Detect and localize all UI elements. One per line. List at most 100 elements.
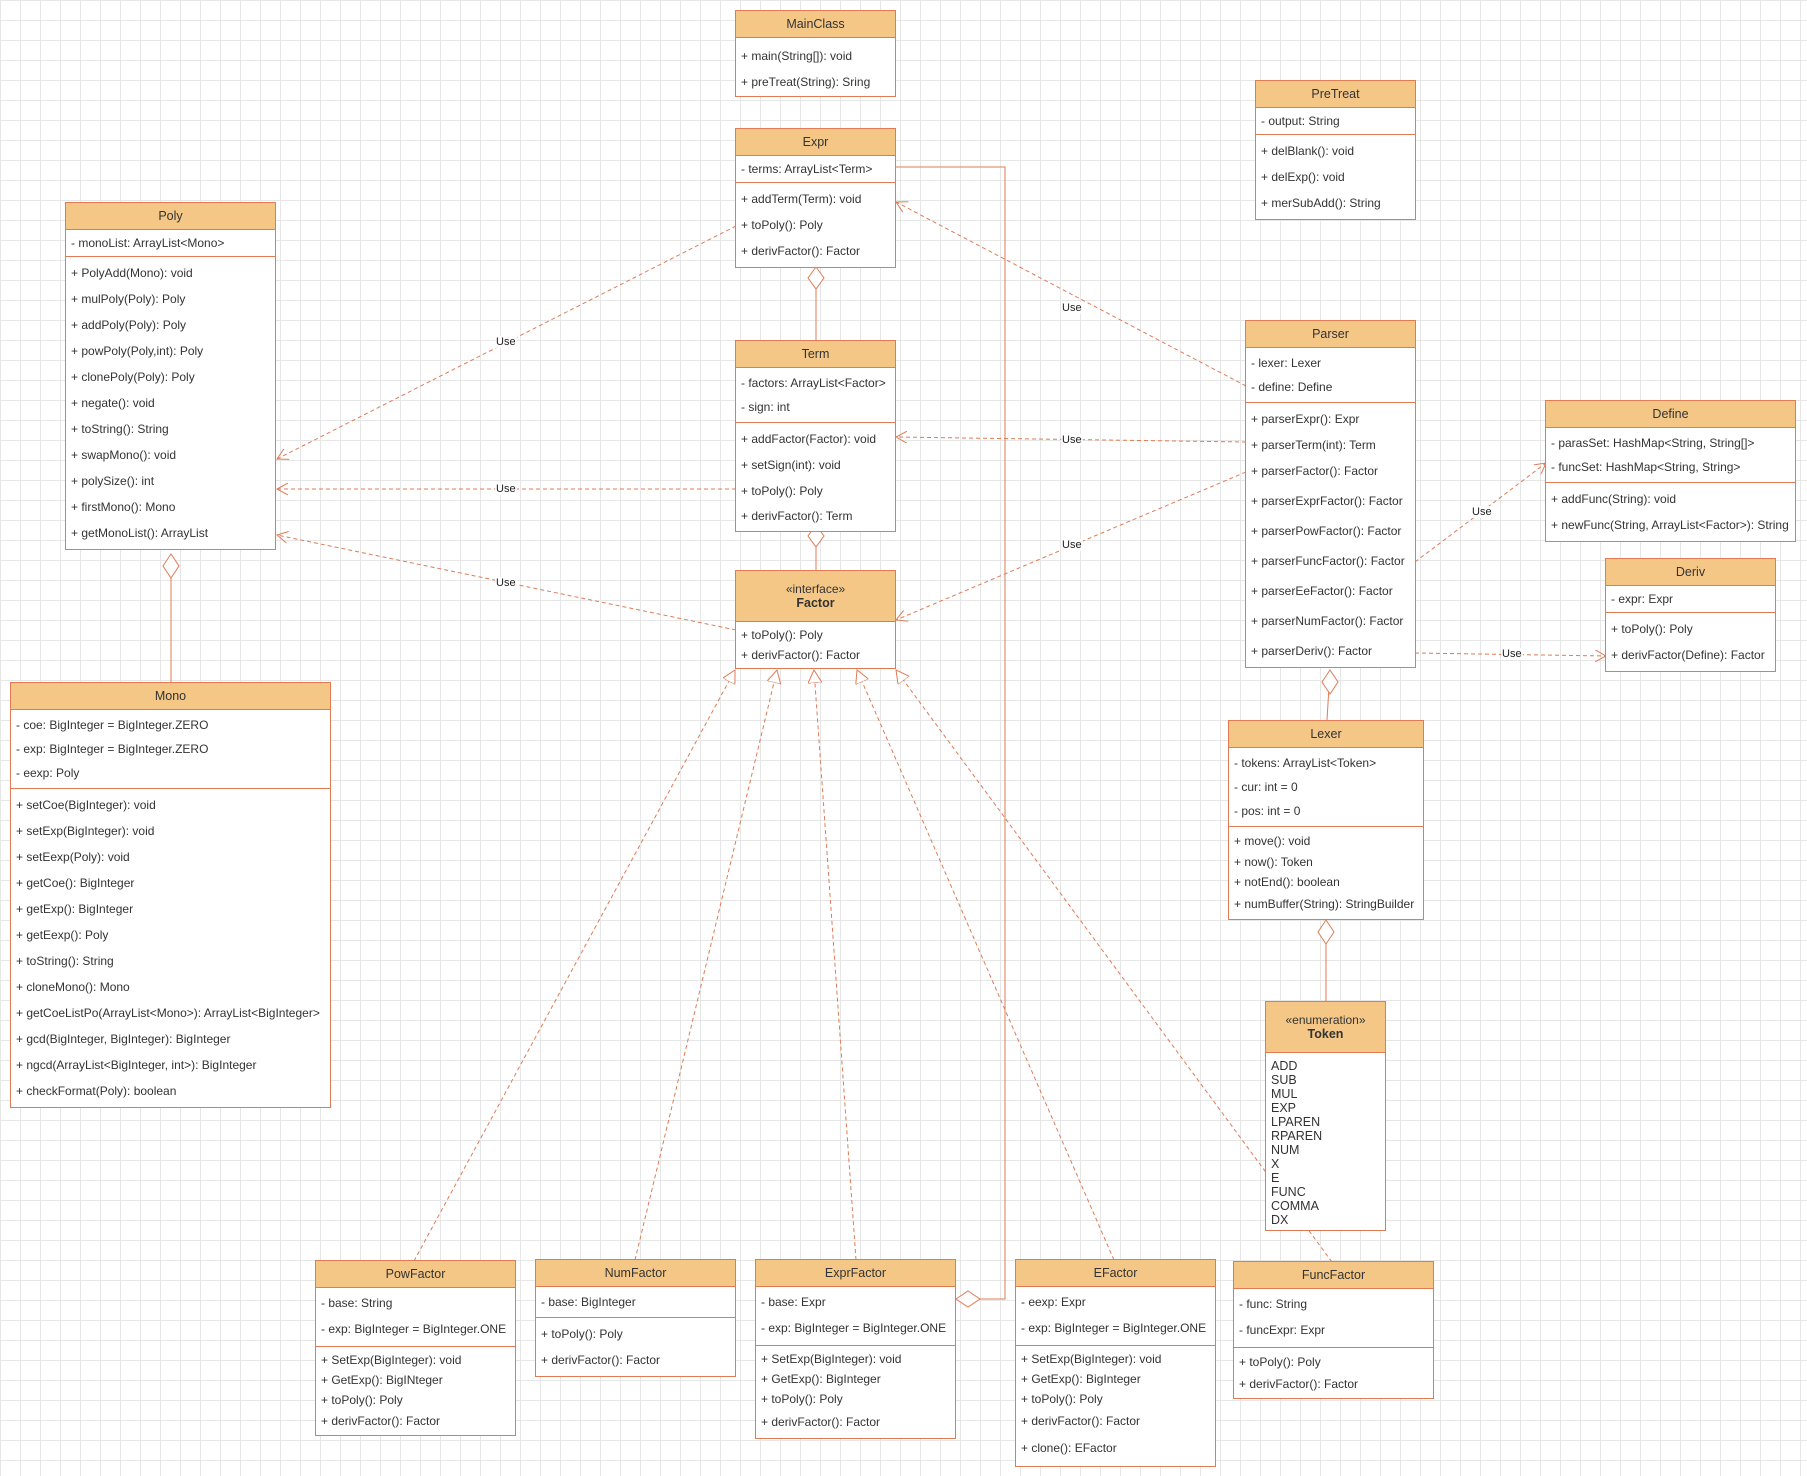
field: - exp: BigInteger = BigInteger.ONE [761, 1321, 947, 1335]
field: - monoList: ArrayList<Mono> [71, 236, 225, 250]
class-name: Parser [1312, 327, 1349, 341]
method: + GetExp(): BigInteger [1021, 1372, 1141, 1386]
enum-literal: ADD [1271, 1059, 1298, 1073]
method: + toPoly(): Poly [761, 1392, 843, 1406]
method: + setEexp(Poly): void [16, 850, 130, 864]
method: + polySize(): int [71, 474, 155, 488]
field: - sign: int [741, 400, 790, 414]
realize-powfactor [413, 670, 735, 1262]
field: - pos: int = 0 [1234, 804, 1301, 818]
enum-literal: DX [1271, 1213, 1289, 1227]
method: + move(): void [1234, 834, 1311, 848]
class-name: Term [801, 347, 830, 361]
class-expr[interactable]: Expr - terms: ArrayList<Term> + addTerm(… [735, 128, 896, 268]
field: - base: String [321, 1296, 393, 1310]
use-label: Use [495, 483, 517, 495]
field: - tokens: ArrayList<Token> [1234, 756, 1377, 770]
class-name: PreTreat [1311, 87, 1360, 101]
method: + parserEeFactor(): Factor [1251, 584, 1393, 598]
class-mainclass[interactable]: MainClass + main(String[]): void + preTr… [735, 10, 896, 97]
method: + numBuffer(String): StringBuilder [1234, 897, 1415, 911]
method: + toPoly(): Poly [1611, 622, 1693, 636]
class-parser[interactable]: Parser - lexer: Lexer - define: Define +… [1245, 320, 1416, 668]
enum-literal: LPAREN [1271, 1115, 1321, 1129]
class-name: EFactor [1093, 1266, 1138, 1280]
field: - output: String [1261, 114, 1340, 128]
enum-literal: E [1271, 1171, 1280, 1185]
use-label: Use [1501, 648, 1523, 660]
method: + gcd(BigInteger, BigInteger): BigIntege… [16, 1032, 231, 1046]
field: - define: Define [1251, 380, 1333, 394]
enum-literal: MUL [1271, 1087, 1298, 1101]
method: + main(String[]): void [741, 49, 853, 63]
class-poly[interactable]: Poly - monoList: ArrayList<Mono> + PolyA… [65, 202, 276, 550]
method: + derivFactor(Define): Factor [1611, 648, 1765, 662]
class-factor-interface[interactable]: «interface» Factor + toPoly(): Poly + de… [735, 570, 896, 669]
class-numfactor[interactable]: NumFactor - base: BigInteger + toPoly():… [535, 1259, 736, 1377]
use-label: Use [1061, 302, 1083, 314]
method: + GetExp(): BigINteger [321, 1373, 443, 1387]
field: - expr: Expr [1611, 592, 1674, 606]
class-powfactor[interactable]: PowFactor - base: String - exp: BigInteg… [315, 1260, 516, 1436]
enum-literal: X [1271, 1157, 1280, 1171]
class-name: ExprFactor [824, 1266, 887, 1280]
method: + derivFactor(): Factor [741, 244, 861, 258]
class-lexer[interactable]: Lexer - tokens: ArrayList<Token> - cur: … [1228, 720, 1424, 920]
method: + parserFuncFactor(): Factor [1251, 554, 1405, 568]
dep-expr-poly [277, 225, 737, 459]
method: + toString(): String [71, 422, 169, 436]
method: + toPoly(): Poly [741, 218, 823, 232]
method: + addPoly(Poly): Poly [71, 318, 187, 332]
use-label: Use [495, 336, 517, 348]
class-exprfactor[interactable]: ExprFactor - base: Expr - exp: BigIntege… [755, 1259, 956, 1439]
method: + getCoe(): BigInteger [16, 876, 135, 890]
class-term[interactable]: Term - factors: ArrayList<Factor> - sign… [735, 340, 896, 532]
method: + swapMono(): void [71, 448, 177, 462]
method: + setSign(int): void [741, 458, 841, 472]
method: + addTerm(Term): void [741, 192, 862, 206]
class-name: Mono [154, 689, 187, 703]
class-pretreat[interactable]: PreTreat - output: String + delBlank(): … [1255, 80, 1416, 220]
method: + SetExp(BigInteger): void [761, 1352, 902, 1366]
method: + notEnd(): boolean [1234, 875, 1340, 889]
method: + clone(): EFactor [1021, 1441, 1117, 1455]
method: + toPoly(): Poly [321, 1393, 403, 1407]
method: + parserPowFactor(): Factor [1251, 524, 1402, 538]
method: + PolyAdd(Mono): void [71, 266, 193, 280]
enum-literal: EXP [1271, 1101, 1297, 1115]
method: + derivFactor(): Factor [761, 1415, 881, 1429]
class-deriv[interactable]: Deriv - expr: Expr + toPoly(): Poly + de… [1605, 558, 1776, 672]
field: - base: BigInteger [541, 1295, 636, 1309]
method: + getMonoList(): ArrayList [71, 526, 209, 540]
agg-exprfactor-expr [896, 166, 1006, 1300]
method: + toPoly(): Poly [541, 1327, 623, 1341]
method: + getExp(): BigInteger [16, 902, 134, 916]
realize-efactor [857, 670, 1115, 1261]
class-name: Poly [158, 209, 183, 223]
method: + clonePoly(Poly): Poly [71, 370, 195, 384]
class-name: NumFactor [604, 1266, 667, 1280]
use-label: Use [1061, 434, 1083, 446]
class-define[interactable]: Define - parasSet: HashMap<String, Strin… [1545, 400, 1796, 542]
class-funcfactor[interactable]: FuncFactor - func: String - funcExpr: Ex… [1233, 1261, 1434, 1399]
method: + parserExpr(): Expr [1251, 412, 1360, 426]
enum-literal: SUB [1271, 1073, 1297, 1087]
field: - lexer: Lexer [1251, 356, 1322, 370]
field: - cur: int = 0 [1234, 780, 1298, 794]
class-token-enum[interactable]: «enumeration» Token ADD SUB MUL EXP LPAR… [1265, 1001, 1386, 1231]
class-mono[interactable]: Mono - coe: BigInteger = BigInteger.ZERO… [10, 682, 331, 1108]
class-name: MainClass [786, 17, 845, 31]
class-name: Deriv [1675, 565, 1706, 579]
method: + toString(): String [16, 954, 114, 968]
field: - factors: ArrayList<Factor> [741, 376, 886, 390]
class-name: FuncFactor [1301, 1268, 1366, 1282]
dep-parser-expr [896, 202, 1247, 387]
enum-literal: NUM [1271, 1143, 1300, 1157]
use-label: Use [495, 577, 517, 589]
method: + GetExp(): BigInteger [761, 1372, 881, 1386]
method: + toPoly(): Poly [1239, 1355, 1321, 1369]
method: + checkFormat(Poly): boolean [16, 1084, 177, 1098]
method: + toPoly(): Poly [741, 484, 823, 498]
class-efactor[interactable]: EFactor - eexp: Expr - exp: BigInteger =… [1015, 1259, 1216, 1467]
field: - exp: BigInteger = BigInteger.ONE [321, 1322, 507, 1336]
